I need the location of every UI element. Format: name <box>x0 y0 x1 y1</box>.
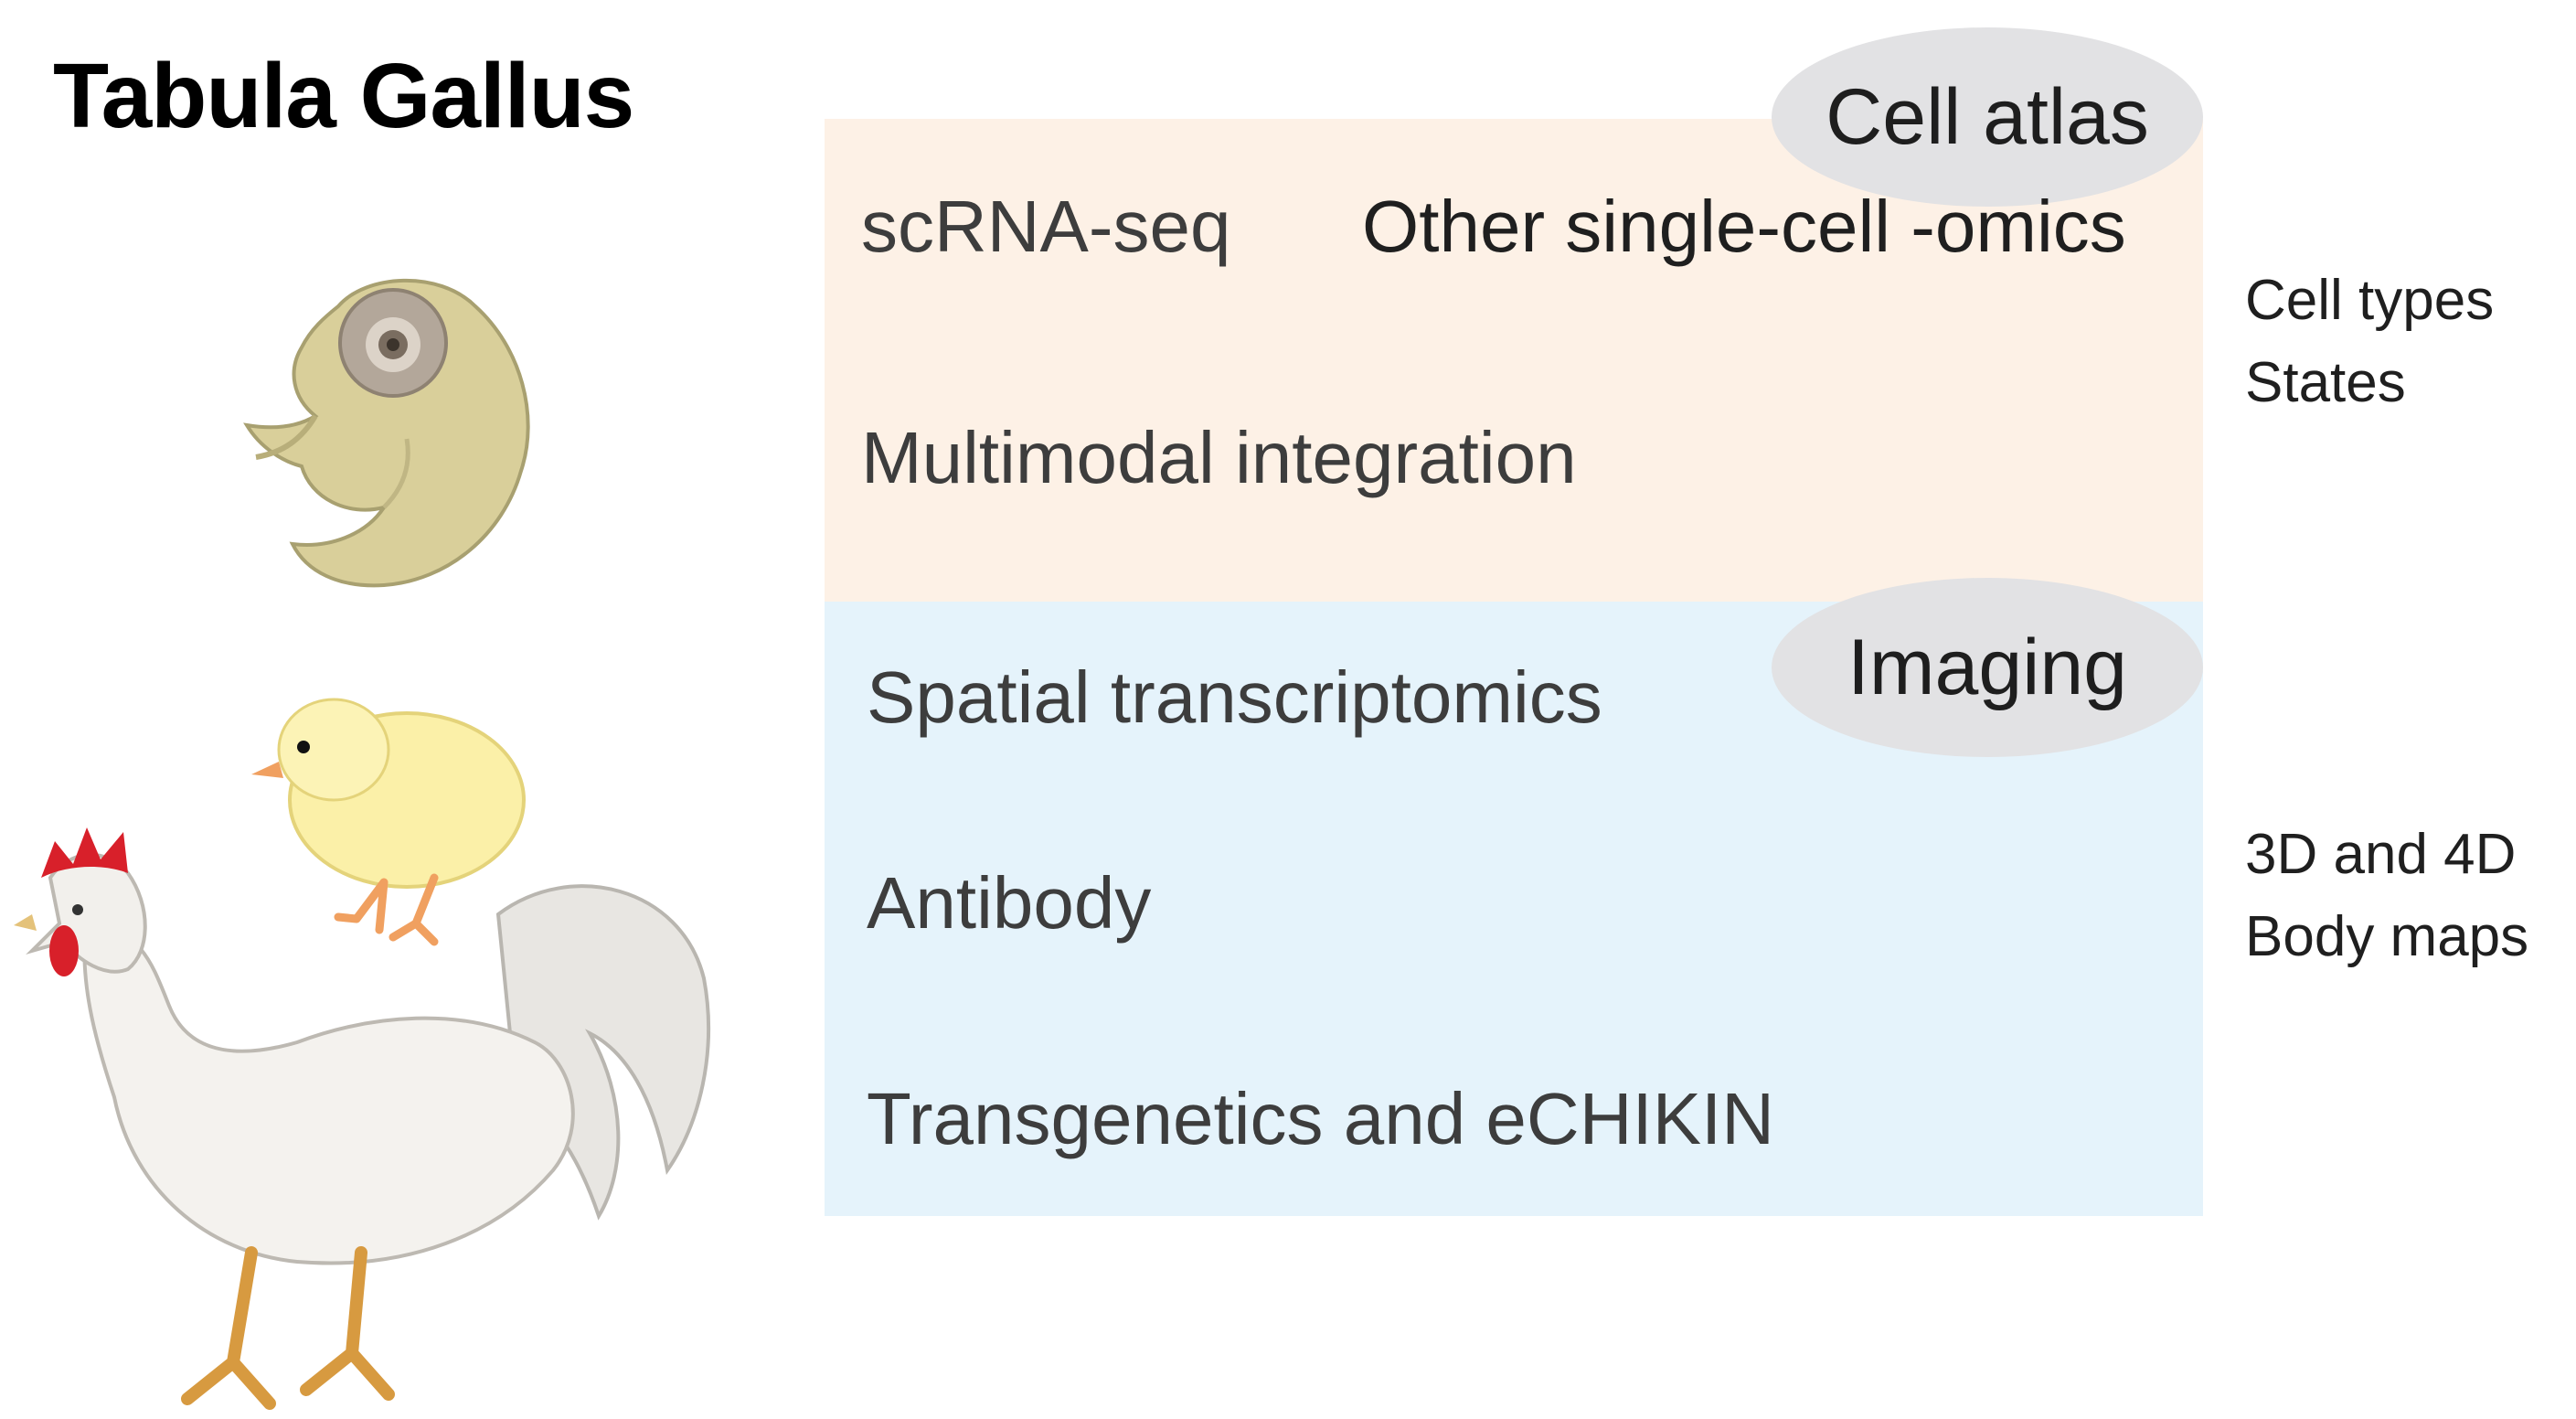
multimodal-integration-item: Multimodal integration <box>861 417 1577 498</box>
outcome-states: States <box>2245 351 2406 414</box>
rooster-illustration <box>14 827 710 1410</box>
chicken-embryo-illustration <box>243 278 530 588</box>
scrna-seq-item: scRNA-seq <box>861 186 1231 267</box>
cell-atlas-label: Cell atlas <box>1772 27 2203 207</box>
outcome-cell-types: Cell types <box>2245 269 2495 332</box>
imaging-outcome: 3D and 4D Body maps <box>2245 814 2528 978</box>
transgenetics-item: Transgenetics and eCHIKIN <box>867 1078 1775 1159</box>
outcome-3d-4d: 3D and 4D <box>2245 823 2517 886</box>
chick-illustration <box>251 698 526 946</box>
cell-atlas-outcome: Cell types States <box>2245 260 2494 424</box>
antibody-item: Antibody <box>867 862 1152 944</box>
other-single-cell-omics-item: Other single-cell -omics <box>1362 186 2126 267</box>
diagram-title: Tabula Gallus <box>53 45 634 147</box>
imaging-label: Imaging <box>1772 578 2203 757</box>
spatial-transcriptomics-item: Spatial transcriptomics <box>867 656 1602 738</box>
outcome-body-maps: Body maps <box>2245 905 2529 968</box>
